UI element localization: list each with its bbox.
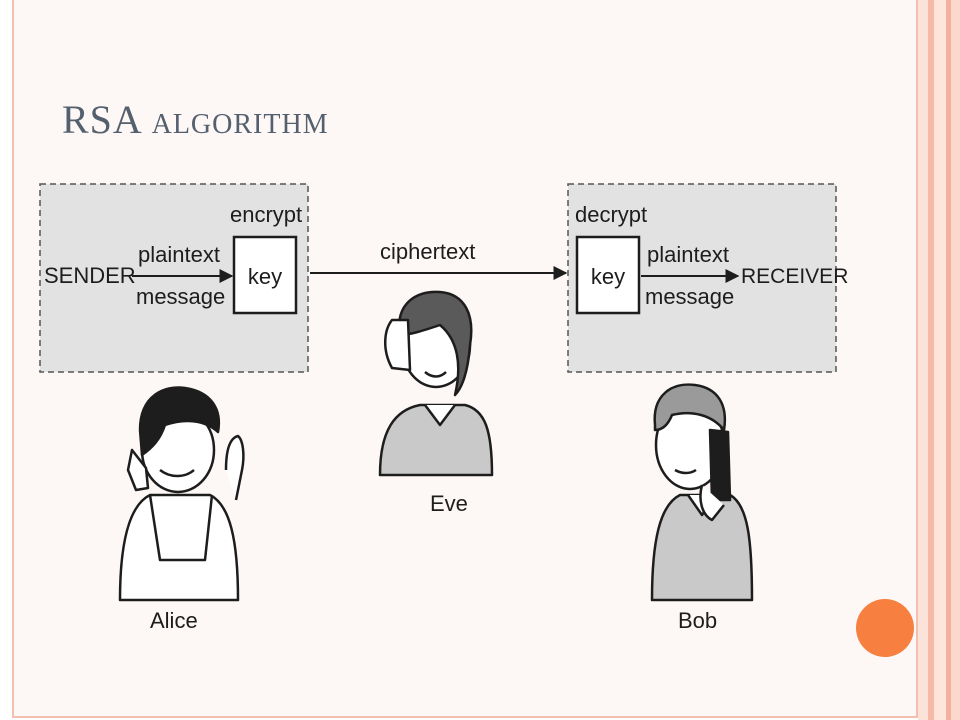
receiver-label: RECEIVER (741, 265, 848, 288)
decrypt-key-label: key (591, 264, 625, 289)
bob-label: Bob (678, 608, 717, 633)
decorative-stripe (918, 0, 928, 720)
receiver-message-label: message (645, 284, 734, 309)
encrypt-key-box (232, 235, 298, 315)
decrypt-key-box (575, 235, 641, 315)
accent-circle (856, 599, 914, 657)
decrypt-label: decrypt (575, 202, 647, 227)
encrypt-label: encrypt (230, 202, 302, 227)
sender-message-label: message (136, 284, 225, 309)
sender-plaintext-label: plaintext (138, 242, 220, 267)
sender-label: SENDER (44, 263, 136, 288)
decorative-stripe (934, 0, 946, 720)
receiver-plaintext-label: plaintext (647, 242, 729, 267)
eve-figure (378, 290, 494, 477)
decorative-stripe (946, 0, 951, 720)
alice-figure (118, 386, 245, 602)
ciphertext-label: ciphertext (380, 239, 475, 264)
decorative-stripe (951, 0, 960, 720)
slide-title: RSA algorithm (62, 97, 329, 142)
bob-figure (650, 383, 754, 602)
decorative-stripe (928, 0, 934, 720)
encrypt-key-label: key (248, 264, 282, 289)
alice-label: Alice (150, 608, 198, 633)
eve-label: Eve (430, 491, 468, 516)
